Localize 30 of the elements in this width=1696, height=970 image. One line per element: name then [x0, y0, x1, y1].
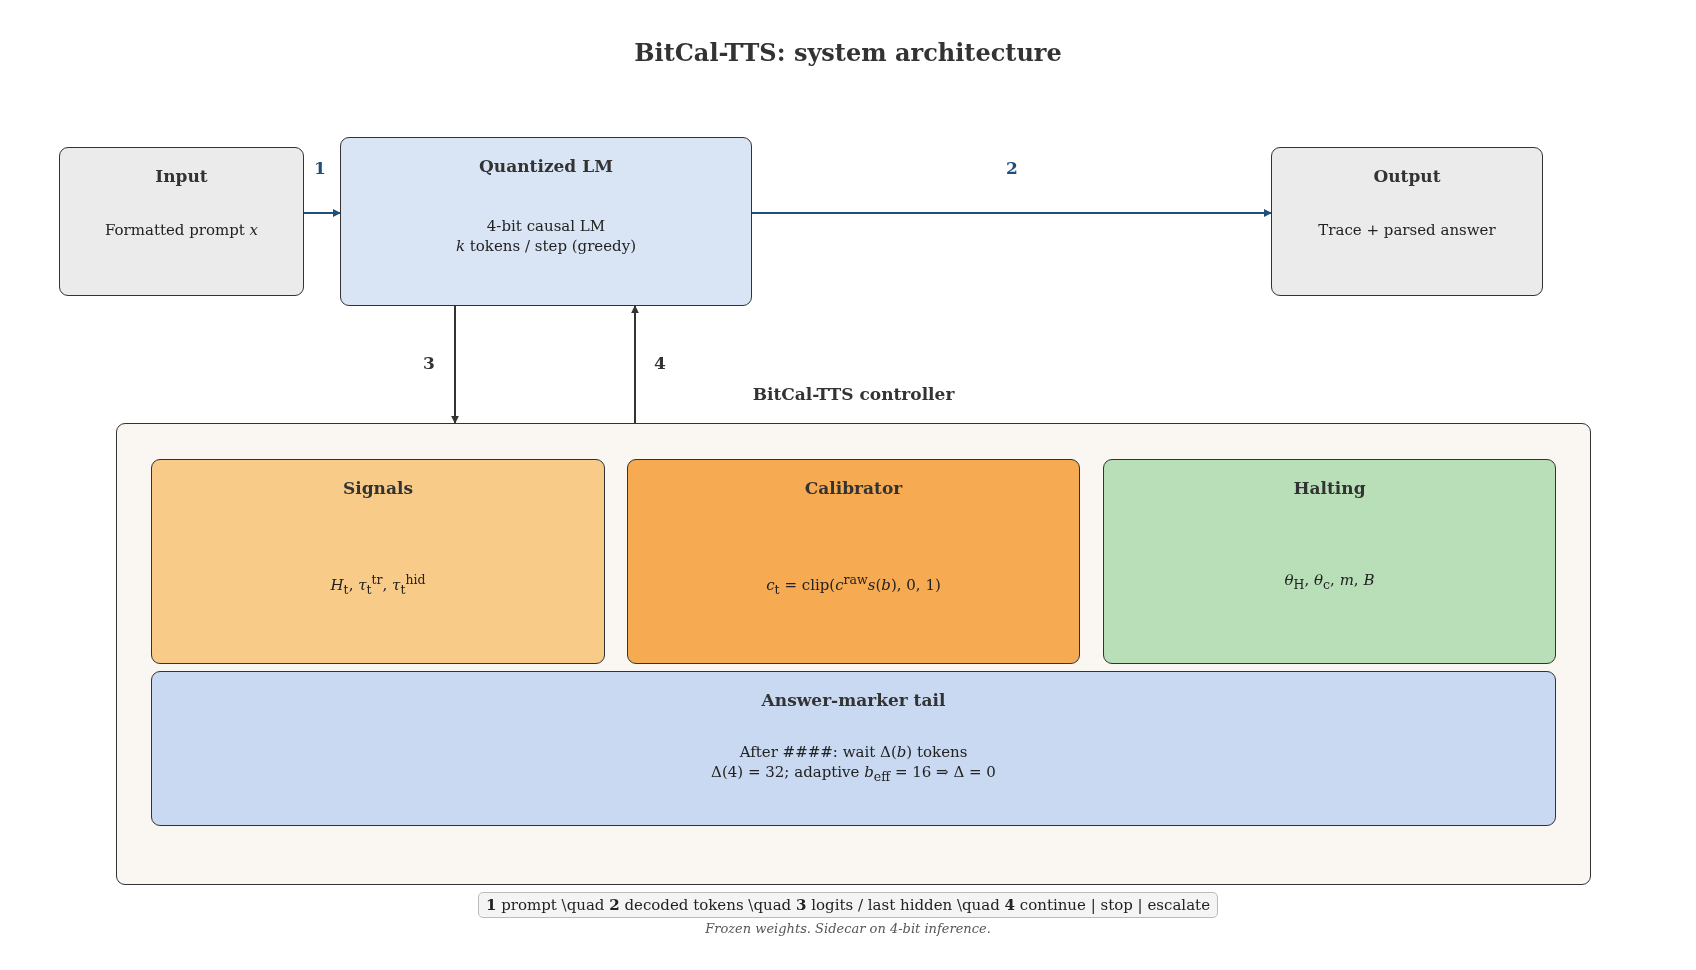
node-heading: BitCal-TTS controller	[752, 384, 955, 404]
node-text: After ####: wait Δ(b) tokens	[739, 742, 968, 762]
node-heading: Input	[155, 166, 208, 186]
node-text: θ$_{H}$, θ$_{c}$, m, B	[1284, 570, 1375, 594]
node-heading: Signals	[343, 478, 413, 498]
node-text: k tokens / step (greedy)	[455, 236, 637, 256]
signals-box	[151, 459, 605, 664]
node-text: Trace + parsed answer	[1318, 220, 1496, 240]
node-text: Formatted prompt x	[104, 220, 259, 240]
node-text: Δ(4) = 32; adaptive b$_{eff}$ = 16 ⇒ Δ = 0	[711, 762, 996, 786]
node-heading: Calibrator	[804, 478, 903, 498]
key-note: 1 prompt \quad 2 decoded tokens \quad 3 logits / last hidden \quad 4 continue | stop | escalate	[478, 892, 1218, 918]
arrow	[451, 305, 459, 424]
node-text: 4-bit causal LM	[486, 216, 606, 236]
arrow	[303, 209, 341, 217]
node-text: c$_{t}$ = clip(c$^{raw}$s(b), 0, 1)	[766, 571, 941, 599]
answer-tail-box	[151, 671, 1556, 826]
caption: Frozen weights. Sidecar on 4-bit inference.	[705, 921, 991, 936]
calibrator-box	[627, 459, 1080, 664]
output-box	[1271, 147, 1543, 296]
input-box	[59, 147, 304, 296]
model-box	[340, 137, 752, 306]
node-heading: Output	[1373, 166, 1441, 186]
node-heading: Halting	[1293, 478, 1366, 498]
diagram-title: BitCal-TTS: system architecture	[633, 38, 1063, 67]
arrow	[631, 305, 639, 424]
arrow	[751, 209, 1272, 217]
halting-box	[1103, 459, 1556, 664]
node-heading: Quantized LM	[479, 156, 613, 176]
node-heading: Answer-marker tail	[761, 690, 946, 710]
